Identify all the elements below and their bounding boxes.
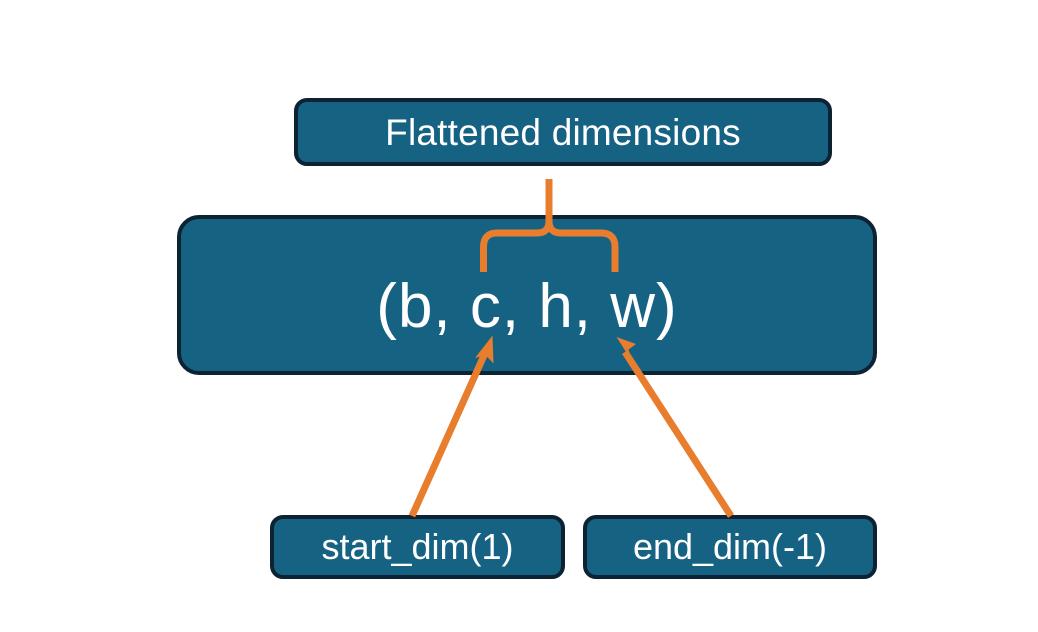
start-dim-label: start_dim(1) xyxy=(321,526,514,567)
start-dim-box[interactable]: start_dim(1) xyxy=(270,515,565,579)
flattened-dimensions-box[interactable]: Flattened dimensions xyxy=(294,98,832,166)
start-dim-arrow-shaft xyxy=(408,349,490,518)
tensor-shape-box[interactable]: (b, c, h, w) xyxy=(177,215,877,375)
end-dim-box[interactable]: end_dim(-1) xyxy=(583,515,877,579)
end-dim-label: end_dim(-1) xyxy=(632,526,828,567)
tensor-shape-label: (b, c, h, w) xyxy=(376,272,678,341)
end-dim-arrow-shaft xyxy=(622,350,734,518)
flattened-dimensions-label: Flattened dimensions xyxy=(385,111,741,153)
